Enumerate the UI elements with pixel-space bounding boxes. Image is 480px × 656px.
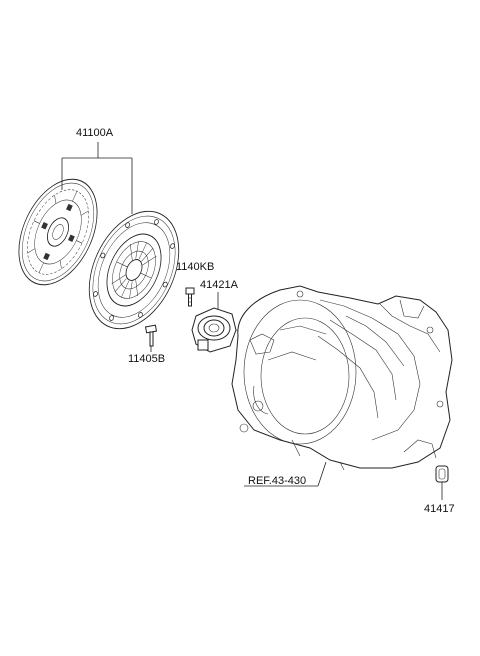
bolt-1140kb[interactable] (185, 287, 195, 307)
clutch-disc[interactable] (3, 167, 113, 298)
label-41421a: 41421A (200, 279, 239, 291)
label-ref-leader (244, 461, 327, 487)
clutch-cover[interactable] (72, 197, 197, 343)
label-41417: 41417 (424, 503, 455, 515)
plug-41417[interactable] (435, 465, 449, 500)
label-1140kb: 1140KB (176, 261, 214, 273)
bolt-11405b[interactable] (144, 324, 158, 352)
transaxle-housing[interactable] (231, 285, 453, 471)
label-ref-43-430: REF.43-430 (248, 475, 306, 487)
label-41100a: 41100A (76, 127, 114, 139)
label-41100a-leader (61, 142, 133, 214)
label-11405b: 11405B (128, 353, 165, 365)
release-cylinder-41421a[interactable] (191, 292, 245, 353)
